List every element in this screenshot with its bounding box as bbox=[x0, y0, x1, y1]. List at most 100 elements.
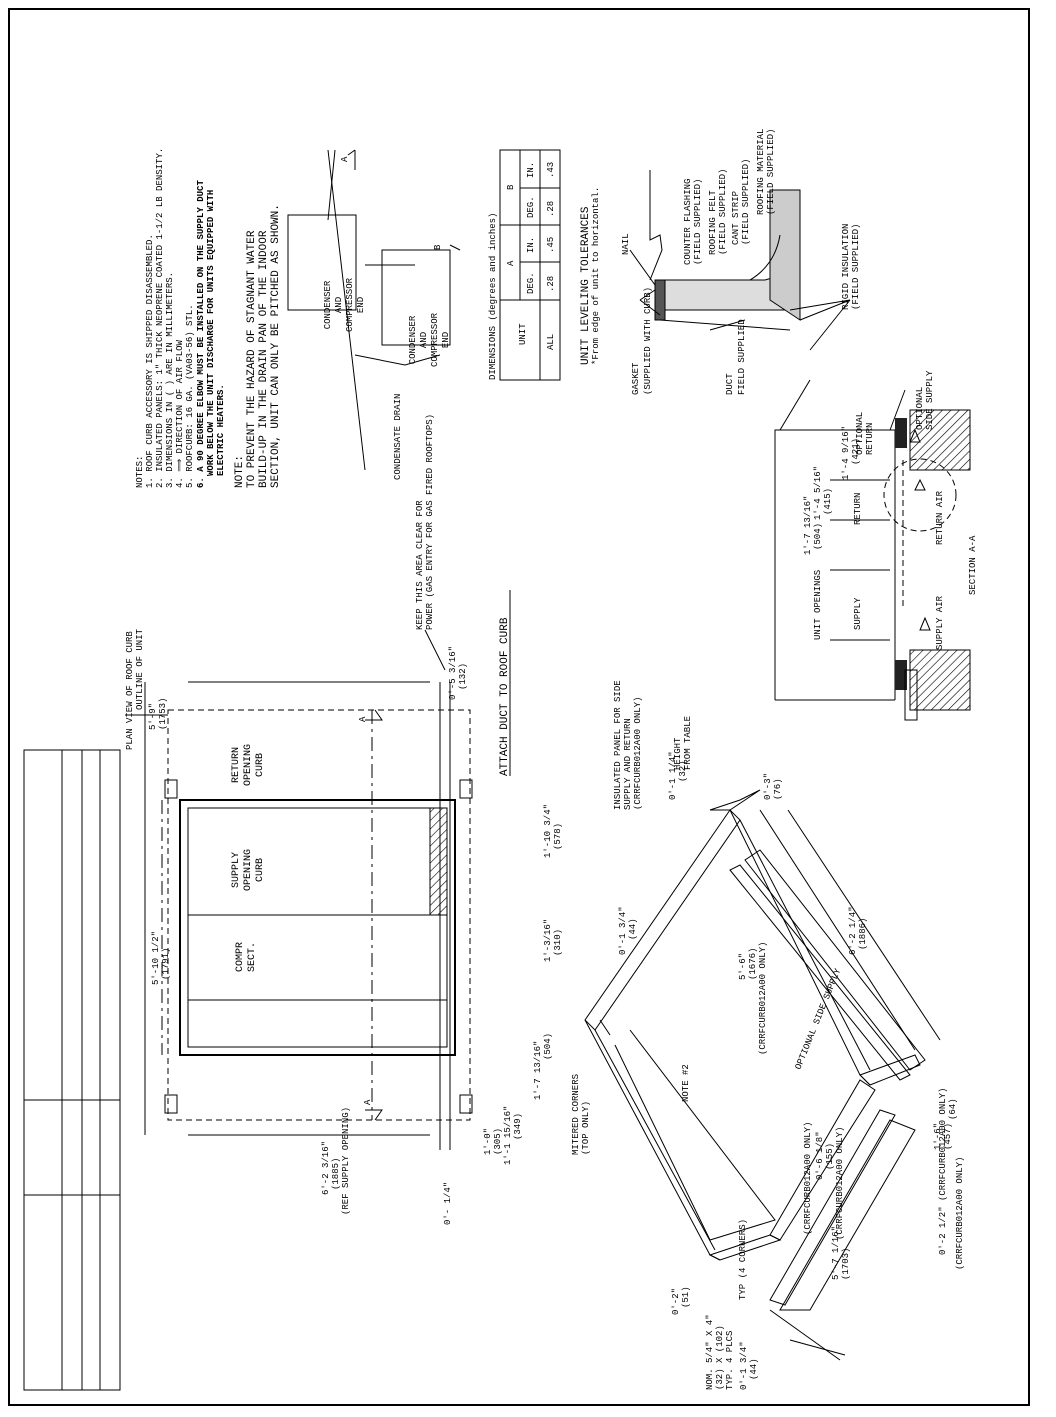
optional-side-2: SIDE SUPPLY bbox=[925, 370, 935, 430]
section-return: RETURN bbox=[853, 493, 863, 525]
box1-l1: CONDENSER bbox=[323, 280, 333, 329]
flash-label-1: COUNTER FLASHING bbox=[683, 179, 693, 265]
box1-l3: COMPRESSOR bbox=[345, 277, 355, 332]
nom-2: (32) X (102) bbox=[715, 1325, 725, 1390]
note2-label: NOTE #2 bbox=[681, 1064, 691, 1102]
notes-heading: NOTES: bbox=[135, 456, 145, 488]
flash-label-10: (FIELD SUPPLIED) bbox=[851, 224, 861, 310]
crrf-note-2: (CRRFCURB012A00 ONLY) bbox=[835, 1127, 845, 1240]
section-d1-mm: (504) bbox=[813, 523, 823, 550]
notes-block: NOTES: 1. ROOF CURB ACCESSORY IS SHIPPED… bbox=[135, 148, 282, 488]
supply-label-1: SUPPLY bbox=[231, 852, 242, 888]
table-sub-1: DEG. bbox=[526, 272, 536, 294]
curb-outer bbox=[179, 799, 456, 1056]
table-col-b: B bbox=[506, 184, 516, 190]
gasket-note: (SUPPLIED WITH CURB) bbox=[643, 287, 653, 395]
supply-label-3: CURB bbox=[255, 858, 266, 882]
dim-0-5-3-16-mm: (132) bbox=[458, 663, 468, 690]
drawing-canvas: NOTES: 1. ROOF CURB ACCESSORY IS SHIPPED… bbox=[23, 129, 978, 1391]
box1-l2: AND bbox=[334, 297, 344, 313]
dim-0-1-1-4-mm: (32) bbox=[678, 760, 688, 782]
dim-1-7-13-16-mm: (504) bbox=[543, 1033, 553, 1060]
table-val-2: .45 bbox=[546, 237, 556, 253]
dim-0-2-1-2: 0'-2 1/2" (CRRFCURB012A00 ONLY) bbox=[938, 1088, 948, 1255]
dim-0-1-3-4-b: 0'-1 3/4" bbox=[739, 1341, 749, 1390]
dim-1-10-3-4-mm: (578) bbox=[553, 823, 563, 850]
note-6b: WORK BELOW THE UNIT DISCHARGE FOR UNITS … bbox=[206, 190, 216, 476]
dim-6-2-1-4: 6'-2 1/4" bbox=[848, 906, 858, 955]
optional-return-1: OPTIONAL bbox=[855, 412, 865, 455]
optional-side-1: OPTIONAL bbox=[915, 387, 925, 430]
dim-5-6-note: (CRRFCURB012A00 ONLY) bbox=[758, 942, 768, 1055]
note-6: 6. A 90 DEGREE ELBOW MUST BE INSTALLED O… bbox=[196, 180, 206, 488]
dim-0-1-4: 0'- 1/4" bbox=[443, 1182, 453, 1225]
dim-0-1-3-4: 0'-1 3/4" bbox=[618, 906, 628, 955]
right-dim: 5'-9" bbox=[148, 703, 158, 730]
pitch-label-b: B bbox=[433, 244, 443, 250]
note2-line1: TO PREVENT THE HAZARD OF STAGNANT WATER bbox=[246, 230, 258, 488]
section-d1: 1'-7 13/16" bbox=[803, 496, 813, 555]
title-block bbox=[23, 749, 121, 1391]
mitered-2: (TOP ONLY) bbox=[581, 1101, 591, 1155]
dim-0-2: 0'-2" bbox=[671, 1288, 681, 1315]
nom-3: TYP. 4 PLCS bbox=[725, 1331, 735, 1390]
dim-1-0-mm: (305) bbox=[493, 1128, 503, 1155]
dim-0-2-mm: (51) bbox=[681, 1286, 691, 1308]
dim-1-10-3-4: 1'-10 3/4" bbox=[543, 804, 553, 858]
flash-label-5: CANT STRIP bbox=[731, 191, 741, 245]
dim-0-1-3-4-mm: (44) bbox=[628, 918, 638, 940]
insulated-panel-2: SUPPLY AND RETURN bbox=[623, 718, 633, 810]
table-val-4: .43 bbox=[546, 162, 556, 178]
supply-air-label: SUPPLY AIR bbox=[935, 595, 945, 650]
overall-dim-mm: (1791) bbox=[161, 948, 171, 980]
flash-label-2: (FIELD SUPPLIED) bbox=[693, 179, 703, 265]
table-col-a: A bbox=[506, 260, 516, 266]
pitch-box-2 bbox=[381, 249, 451, 346]
drawing-sheet: NOTES: 1. ROOF CURB ACCESSORY IS SHIPPED… bbox=[8, 8, 1030, 1406]
optional-return-2: RETURN bbox=[865, 423, 875, 455]
dim-5-7-1-16: 5'-7 1/16" bbox=[831, 1226, 841, 1280]
section-supply: SUPPLY bbox=[853, 597, 863, 630]
typ-corners-label: TYP (4 CORNERS) bbox=[738, 1219, 748, 1300]
section-d3: 1'-4 9/16" bbox=[841, 426, 851, 480]
return-label-2: OPENING bbox=[243, 744, 254, 786]
table-sub-4: IN. bbox=[526, 162, 536, 178]
table-caption: DIMENSIONS (degrees and inches) bbox=[488, 213, 498, 380]
return-label-1: RETURN bbox=[231, 747, 242, 783]
note2-line3: SECTION, UNIT CAN ONLY BE PITCHED AS SHO… bbox=[270, 204, 282, 488]
curb-inner bbox=[187, 807, 448, 1048]
tolerance-title: UNIT LEVELING TOLERANCES bbox=[580, 206, 592, 365]
condensate-drain-label: CONDENSATE DRAIN bbox=[393, 394, 403, 480]
plan-view-title: PLAN VIEW OF ROOF CURB bbox=[125, 631, 135, 750]
attach-duct-label: ATTACH DUCT TO ROOF CURB bbox=[499, 617, 511, 776]
box1-l4: END bbox=[356, 297, 366, 313]
dim-6-2-1-4-mm: (1886) bbox=[858, 918, 868, 950]
ref-supply-dim: 6'-2 3/16" bbox=[321, 1141, 331, 1195]
section-aa-title: SECTION A-A bbox=[968, 535, 978, 595]
note-5: 5. ROOFCURB: 16 GA. (VA03-56) STL. bbox=[185, 304, 195, 488]
outline-label: OUTLINE OF UNIT bbox=[135, 628, 145, 710]
crrf-note-3: (CRRFCURB012A00 ONLY) bbox=[955, 1157, 965, 1270]
pitch-box-1 bbox=[287, 214, 357, 311]
section-aa: UNIT OPENINGS 1'-7 13/16" (504) 1'-4 5/1… bbox=[774, 370, 978, 721]
duct-label: DUCT bbox=[725, 373, 735, 395]
box2-l4: END bbox=[441, 332, 451, 348]
note-3: 3. DIMENSIONS IN ( ) ARE IN MILLIMETERS. bbox=[165, 272, 175, 488]
right-dim-mm: (1753) bbox=[158, 698, 168, 730]
dim-1-1-15-16-mm: (349) bbox=[513, 1113, 523, 1140]
insulated-panel-1: INSULATED PANEL FOR SIDE bbox=[613, 680, 623, 810]
nail-label: NAIL bbox=[621, 233, 631, 255]
nom-1: NOM. 5/4" X 4" bbox=[705, 1314, 715, 1390]
dim-1-6: 1'-6" bbox=[933, 1123, 943, 1150]
dim-1-1-15-16: 1'-1 15/16" bbox=[503, 1106, 513, 1165]
flashing-detail: COUNTER FLASHING (FIELD SUPPLIED) ROOFIN… bbox=[621, 129, 861, 395]
pitch-label-a: A bbox=[340, 156, 350, 162]
overall-dim: 5'-10 1/2" bbox=[151, 931, 161, 985]
dim-0-6-1-8: 0'-6 1/8" bbox=[815, 1131, 825, 1180]
dim-0-1-3-4-b-mm: (44) bbox=[749, 1358, 759, 1380]
dim-0-3-mm: (76) bbox=[773, 778, 783, 800]
compr-label-1: COMPR bbox=[235, 942, 246, 972]
height-from-table-1: HEIGHT bbox=[673, 737, 683, 770]
optional-side-supply-label: OPTIONAL SIDE SUPPLY bbox=[794, 967, 844, 1071]
gasket-label: GASKET bbox=[631, 362, 641, 395]
